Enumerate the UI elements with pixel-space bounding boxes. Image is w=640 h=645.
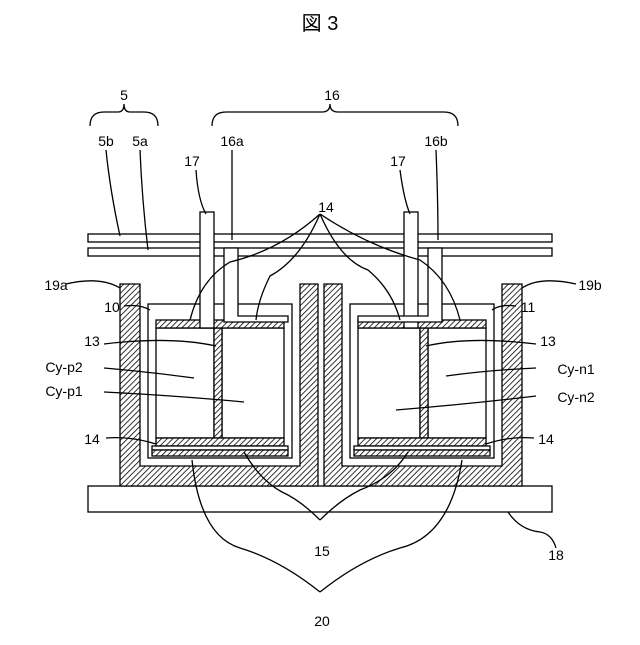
label-14-left: 14 [84,431,100,447]
label-cy-n1: Cy-n1 [557,361,595,377]
busbar-5b [88,248,552,256]
insulator-15-right-b [354,450,490,456]
label-17-right: 17 [390,153,406,169]
base-plate-18 [88,486,552,512]
cell-cy-p1 [222,328,284,438]
brace-16 [212,104,458,126]
terminal-17-right [404,212,418,328]
label-5: 5 [120,87,128,103]
label-13-left: 13 [84,333,100,349]
label-14-right: 14 [538,431,554,447]
separator-13-right [420,328,428,438]
electrode-14-bottom-left [156,438,284,446]
label-cy-p1: Cy-p1 [45,383,83,399]
label-5a: 5a [132,133,148,149]
label-13-right: 13 [540,333,556,349]
label-cy-n2: Cy-n2 [557,389,595,405]
label-16: 16 [324,87,340,103]
electrode-14-bottom-right [358,438,486,446]
label-19a: 19a [44,277,68,293]
figure-title: 図 3 [302,13,339,35]
label-11: 11 [521,299,536,315]
busbar-5 [88,234,552,256]
cell-cy-n2 [358,328,420,438]
label-10: 10 [104,299,120,315]
label-14-top: 14 [318,199,334,215]
label-17-left: 17 [184,153,200,169]
label-5b: 5b [98,133,114,149]
busbar-5a [88,234,552,242]
terminals [200,212,442,328]
label-cy-p2: Cy-p2 [45,359,83,375]
insulator-15-left-b [152,450,288,456]
separator-13-left [214,328,222,438]
label-19b: 19b [578,277,602,293]
label-16a: 16a [220,133,244,149]
label-18: 18 [548,547,564,563]
terminal-17-left [200,212,214,328]
leader-lines [66,150,576,592]
label-20: 20 [314,613,330,629]
brace-5 [90,104,158,126]
label-16b: 16b [424,133,448,149]
label-15: 15 [314,543,330,559]
